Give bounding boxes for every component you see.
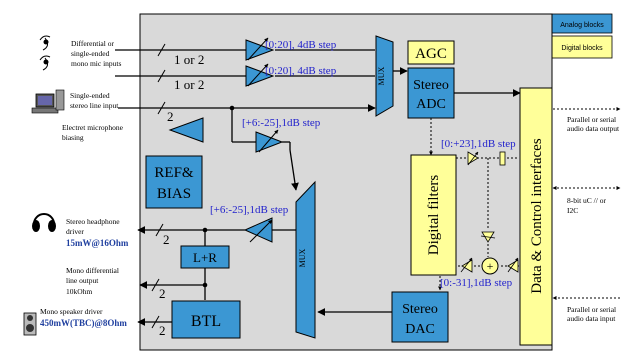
ref-bias-block <box>145 155 203 209</box>
mux-top <box>375 35 394 117</box>
gain-line-in: [+6:-25],1dB step <box>242 117 321 129</box>
btl-label: BTL <box>191 313 221 330</box>
gain-hp: [+6:-25],1dB step <box>210 204 289 216</box>
gain-dig-bottom: [0:-31],1dB step <box>440 277 513 289</box>
digital-filters-label: Digital filters <box>426 175 442 256</box>
right-label-in-1: Parallel or serial <box>567 305 616 314</box>
computer-icon <box>31 89 65 114</box>
electret-bias-amp <box>168 117 204 143</box>
ref-bias-label-2: BIAS <box>157 186 191 202</box>
stereo-dac-label-1: Stereo <box>402 302 438 317</box>
input-wires <box>115 49 408 112</box>
btl-block <box>171 300 241 339</box>
left-label-hp-power: 15mW@16Ohm <box>66 238 129 248</box>
legend-digital-label: Digital blocks <box>561 45 603 52</box>
bus-label-2-mono: 2 <box>159 286 166 301</box>
ref-bias-label-1: REF& <box>154 165 194 181</box>
digital-gain-right <box>507 259 519 273</box>
left-label-electret-1: Electret microphone <box>62 123 124 132</box>
out-bus-slashes <box>151 223 164 329</box>
data-control-block <box>519 87 553 346</box>
data-control-label: Data & Control interfaces <box>529 138 545 294</box>
agc-label: AGC <box>415 46 447 62</box>
bus-label-2-spk: 2 <box>159 323 166 338</box>
legend-analog-label: Analog blocks <box>560 22 604 29</box>
chip-boundary <box>139 13 553 351</box>
stereo-adc-label-1: Stereo <box>413 78 449 93</box>
right-label-out-1: Parallel or serial <box>567 115 616 124</box>
gain-mic-b: [0:20], 4dB step <box>265 65 337 77</box>
hp-gain-amp <box>243 217 273 243</box>
speaker-icon <box>23 312 37 336</box>
headphones-icon <box>32 213 56 232</box>
stereo-dac-label-2: DAC <box>405 322 435 337</box>
right-label-in-2: audio data input <box>567 314 616 323</box>
bus-slashes <box>157 43 166 115</box>
right-label-uc-2: I2C <box>567 206 578 215</box>
bus-label-2-hp: 2 <box>163 232 170 247</box>
digital-summer-plus: + <box>487 259 494 273</box>
left-label-line-2: stereo line input <box>70 101 119 110</box>
right-label-out-2: audio data output <box>567 124 620 133</box>
gain-dig-top: [0:+23],1dB step <box>441 138 516 150</box>
left-label-hp-2: driver <box>66 227 84 236</box>
gain-mic-a: [0:20], 4dB step <box>265 39 337 51</box>
right-ext-arrows <box>552 107 621 300</box>
mux-bottom-label: MUX <box>298 248 307 267</box>
stereo-adc-label-2: ADC <box>416 97 446 112</box>
bus-label-1or2-b: 1 or 2 <box>174 77 204 92</box>
junction-mono <box>202 282 208 288</box>
left-label-mono-1: Mono differential <box>66 266 119 275</box>
left-label-spk-1: Mono speaker driver <box>40 307 103 316</box>
agc-block <box>407 40 455 65</box>
l-plus-r-block <box>180 245 230 269</box>
mux-top-label: MUX <box>377 66 386 85</box>
legend: Analog blocks Digital blocks <box>551 13 613 59</box>
digital-mux-small <box>499 151 506 166</box>
left-label-mono-3: 10kOhm <box>66 287 92 296</box>
bus-label-2-line: 2 <box>167 109 174 124</box>
digital-filters-block <box>410 154 457 276</box>
digital-summer <box>481 257 499 275</box>
left-label-mono-2: line output <box>66 276 99 285</box>
right-label-uc-1: 8-bit uC // or <box>567 196 606 205</box>
left-label-diff-1: Differential or <box>71 39 114 48</box>
left-label-spk-power: 450mW(TBC)@8Ohm <box>40 318 127 328</box>
left-label-hp-1: Stereo headphone <box>66 217 120 226</box>
left-label-electret-2: biasing <box>62 133 84 142</box>
junction-hp <box>202 227 208 233</box>
stereo-dac-block <box>391 291 449 343</box>
left-label-line-1: Single-ended <box>70 91 110 100</box>
left-label-diff-3: mono mic inputs <box>71 59 121 68</box>
stereo-adc-block <box>407 67 455 119</box>
junction-line-in <box>229 105 235 111</box>
bus-label-1or2-a: 1 or 2 <box>174 52 204 67</box>
l-plus-r-label: L+R <box>193 250 217 265</box>
digital-gain-left <box>461 259 473 273</box>
left-label-diff-2: single-ended <box>71 49 110 58</box>
microphone-icon <box>39 35 51 71</box>
mux-bottom <box>295 180 316 339</box>
